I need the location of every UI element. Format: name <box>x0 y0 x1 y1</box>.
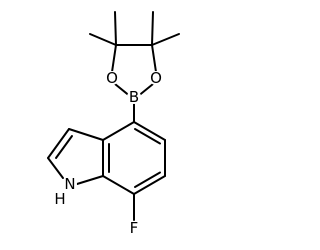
atom-oxygen-right: O <box>149 69 163 87</box>
bond-oleft-c1 <box>111 44 117 73</box>
atom-oxygen-right-label: O <box>150 69 162 87</box>
atom-nitrogen: N H <box>54 175 77 208</box>
bond-c6-c7 <box>133 175 166 195</box>
bond-c1-methyl-left <box>89 33 117 46</box>
bond-c3-c2 <box>47 128 70 159</box>
bond-c3-c2-inner <box>55 135 73 159</box>
bond-n1-c7a <box>76 175 104 185</box>
molecule-structure-diagram: O O B N H F <box>47 11 180 237</box>
atom-boron: B <box>127 88 141 106</box>
atom-fluorine: F <box>127 219 141 237</box>
atom-oxygen-left-label: O <box>106 69 118 87</box>
bond-c7-c7a <box>102 175 135 195</box>
bond-layer <box>47 11 180 221</box>
atom-label-layer: O O B N H F <box>54 69 163 237</box>
bond-c2-methyl-right <box>151 33 180 46</box>
bond-c1-methyl-up <box>114 11 117 46</box>
bond-c4-c5 <box>133 121 166 141</box>
atom-fluorine-label: F <box>130 219 139 237</box>
bond-c2-n1 <box>47 157 64 179</box>
bond-c4-c5-inner <box>134 128 161 145</box>
atom-oxygen-left: O <box>105 69 119 87</box>
bond-c6-c7-inner <box>134 171 161 188</box>
atom-hydrogen-label: H <box>54 190 65 208</box>
bond-c2-oright <box>151 44 157 73</box>
bond-c3a-c3 <box>68 128 104 141</box>
bond-c3a-c4 <box>102 121 135 141</box>
atom-nitrogen-label: N <box>64 175 75 193</box>
atom-boron-label: B <box>129 88 139 106</box>
bond-c2-methyl-up <box>151 11 154 46</box>
